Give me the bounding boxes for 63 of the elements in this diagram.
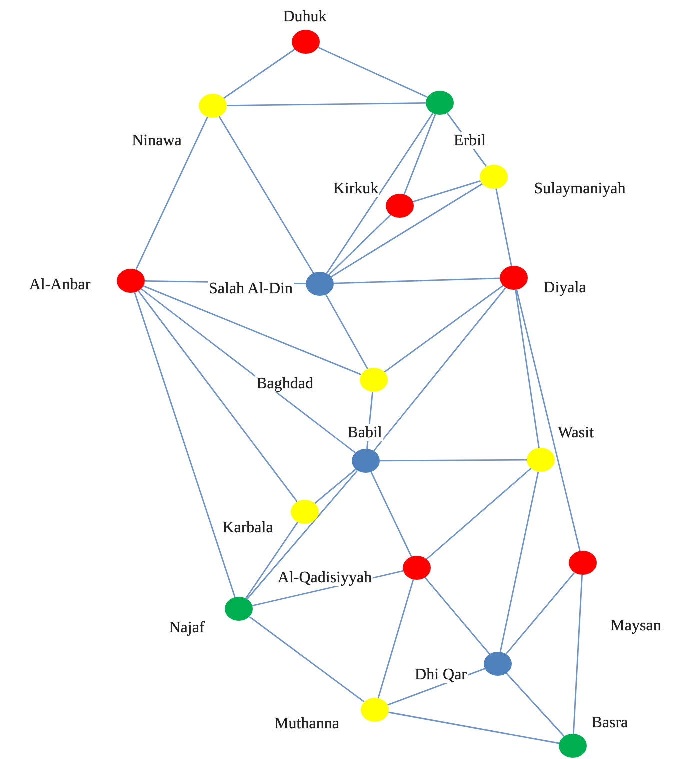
vertex-circle xyxy=(569,551,597,575)
edge-line xyxy=(413,180,481,203)
vertex-label: Kirkuk xyxy=(332,180,380,198)
vertex-circle xyxy=(199,94,227,118)
vertex-circle xyxy=(527,448,555,472)
edge-line xyxy=(218,116,314,274)
edge-line xyxy=(143,286,362,376)
vertex-circle xyxy=(352,449,380,473)
vertex-label: Najaf xyxy=(168,620,206,636)
edge-line xyxy=(246,522,298,599)
edge-line xyxy=(140,288,356,454)
vertex-circle xyxy=(360,368,388,392)
vertex-label: Al-Qadisiyyah xyxy=(276,570,374,586)
vertex-circle xyxy=(480,165,508,189)
edge-line xyxy=(506,672,565,738)
vertex-circle xyxy=(403,556,431,580)
edge-line xyxy=(314,468,356,504)
edge-line xyxy=(515,290,540,448)
edge-line xyxy=(424,577,490,655)
edge-line xyxy=(318,46,428,98)
edge-line xyxy=(326,113,434,274)
vertex-circle xyxy=(386,194,414,218)
edge-line xyxy=(404,114,436,195)
vertex-label: Sulaymaniyah xyxy=(533,180,627,198)
edge-line xyxy=(334,278,500,284)
vertex-circle xyxy=(361,698,389,722)
edge-line xyxy=(370,472,412,558)
vertex-circle xyxy=(484,652,512,676)
edge-line xyxy=(384,285,504,373)
edge-line xyxy=(224,48,296,100)
edge-line xyxy=(373,287,507,452)
edge-line xyxy=(378,579,414,699)
vertex-circle xyxy=(500,266,528,290)
edge-line xyxy=(227,102,426,106)
edge-line xyxy=(326,294,368,370)
vertex-label: Dhi Qar xyxy=(414,666,468,684)
vertex-circle xyxy=(291,500,319,524)
edge-line xyxy=(500,472,540,652)
vertex-label: Babil xyxy=(346,424,384,442)
vertex-circle xyxy=(306,272,334,296)
edge-line xyxy=(136,116,208,270)
edge-line xyxy=(246,470,358,600)
vertex-circle xyxy=(426,91,454,115)
edge-line xyxy=(388,712,560,744)
vertex-circle xyxy=(117,269,145,293)
edge-line xyxy=(426,468,532,560)
vertex-label: Baghdad xyxy=(256,376,314,392)
edge-line xyxy=(138,290,298,502)
vertex-circle xyxy=(559,734,587,758)
edge-line xyxy=(134,292,236,598)
vertex-circle xyxy=(292,30,320,54)
edge-line xyxy=(331,183,483,278)
edge-line xyxy=(496,188,512,266)
edge-line xyxy=(328,214,392,276)
vertex-label: Diyala xyxy=(542,280,588,296)
vertex-label: Erbil xyxy=(453,132,487,150)
edge-line xyxy=(516,290,581,552)
edge-line xyxy=(249,616,365,703)
edge-line xyxy=(573,574,583,734)
vertex-circle xyxy=(225,597,253,621)
edge-line xyxy=(380,459,527,462)
edge-line xyxy=(506,572,576,655)
vertex-label: Maysan xyxy=(610,618,662,634)
